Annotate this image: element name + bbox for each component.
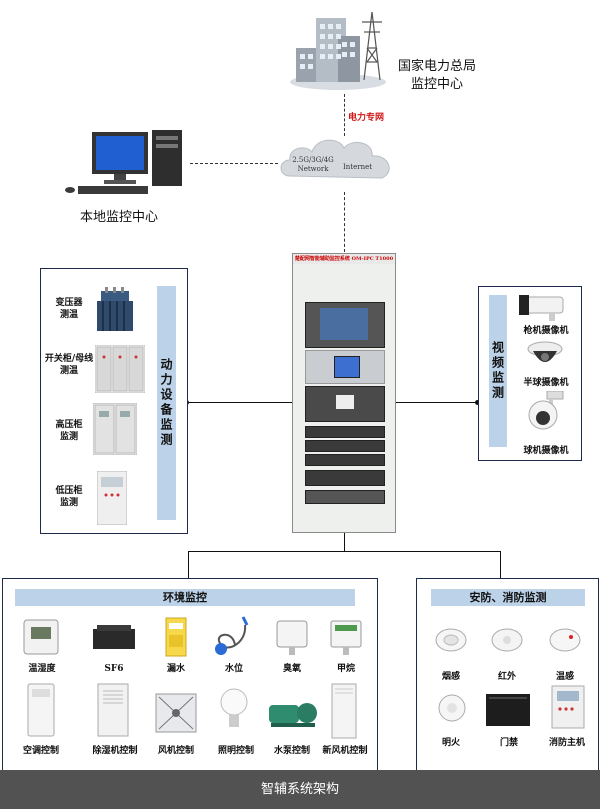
bottom-connector-left-drop xyxy=(188,551,189,578)
transformer-label: 变压器 测温 xyxy=(55,298,83,320)
hq-link-dashed xyxy=(344,94,345,136)
right-connector-line xyxy=(396,402,478,403)
fire-host-icon xyxy=(551,685,585,733)
hv-cabinet-label: 高压柜 监测 xyxy=(55,420,83,442)
ozone-sensor-icon xyxy=(275,619,309,659)
cabinet-power-unit xyxy=(305,490,385,504)
flame-label: 明火 xyxy=(441,738,460,748)
cabinet-switch-unit-2 xyxy=(305,440,385,452)
video-title-bar: 视频监测 xyxy=(489,295,507,447)
fire-host-label: 消防主机 xyxy=(548,738,585,748)
switchgear-icon xyxy=(94,344,146,397)
infrared-label: 红外 xyxy=(497,672,516,682)
environment-title: 环境监控 xyxy=(163,591,207,604)
right-connector-dot xyxy=(475,400,480,405)
smoke-detector-icon xyxy=(435,627,467,657)
ozone-label: 臭氧 xyxy=(282,664,301,674)
security-title-bar: 安防、消防监测 xyxy=(431,589,585,606)
water-leak-icon xyxy=(165,617,187,661)
water-level-icon xyxy=(213,615,253,663)
access-control-icon xyxy=(485,693,531,731)
local-pc-icon xyxy=(64,128,190,198)
power-net-label: 电力专网 xyxy=(348,113,385,123)
water-leak-label: 漏水 xyxy=(166,664,185,674)
dehumidifier-icon xyxy=(97,683,129,741)
switchgear-label: 开关柜/母线 测温 xyxy=(44,354,94,376)
cabinet-header: 楚配网智能辅助监控系统 OM-IPC T1000 xyxy=(293,254,395,264)
dehumidifier-label: 除湿机控制 xyxy=(92,746,138,756)
heat-detector-label: 温感 xyxy=(555,672,574,682)
video-monitoring-panel: 视频监测 枪机摄像机 半球摄像机 球机摄像机 xyxy=(478,286,582,461)
environment-title-bar: 环境监控 xyxy=(15,589,355,606)
network-cloud-icon xyxy=(276,130,400,192)
fresh-air-unit-icon xyxy=(331,683,357,743)
access-control-label: 门禁 xyxy=(499,738,518,748)
air-conditioner-icon xyxy=(27,683,55,741)
cabinet-switch-unit-1 xyxy=(305,426,385,438)
hq-label-line2: 监控中心 xyxy=(410,77,463,92)
local-center-label: 本地监控中心 xyxy=(80,210,159,225)
power-equipment-title-bar: 动力设备监测 xyxy=(157,286,176,520)
transformer-icon xyxy=(93,287,137,339)
thermo-hygrometer-icon xyxy=(23,619,59,659)
heat-detector-icon xyxy=(549,627,581,657)
dome-camera-label: 半球摄像机 xyxy=(523,378,569,388)
bottom-connector-right-drop xyxy=(500,551,501,578)
cloud-text-left: 2.5G/3G/4G Network xyxy=(292,156,334,173)
environment-panel: 环境监控 温湿度 SF6 漏水 水位 臭氧 甲烷 空调控制 除湿机控制 风 xyxy=(2,578,378,771)
flame-detector-icon xyxy=(437,693,467,727)
methane-label: 甲烷 xyxy=(336,664,355,674)
hq-building-icon xyxy=(288,8,388,90)
smoke-detector-label: 烟感 xyxy=(441,672,460,682)
bullet-camera-icon xyxy=(519,293,567,327)
bullet-camera-label: 枪机摄像机 xyxy=(523,326,569,336)
power-equipment-panel: 动力设备监测 变压器 测温 开关柜/母线 测温 高压柜 监测 低压柜 监测 xyxy=(40,268,188,534)
fresh-air-label: 新风机控制 xyxy=(322,746,368,756)
power-equipment-title: 动力设备监测 xyxy=(159,358,173,448)
methane-sensor-icon xyxy=(329,619,363,659)
bottom-connector-bar xyxy=(188,551,501,552)
monitoring-cabinet: 楚配网智能辅助监控系统 OM-IPC T1000 xyxy=(292,253,396,533)
left-connector-line xyxy=(186,402,292,403)
lv-cabinet-icon xyxy=(96,470,128,529)
hq-label: 国家电力总局 监控中心 xyxy=(392,58,482,94)
security-title: 安防、消防监测 xyxy=(469,591,547,604)
dome-camera-icon xyxy=(527,339,563,373)
cabinet-controller-unit xyxy=(305,386,385,422)
hq-label-line1: 国家电力总局 xyxy=(397,59,476,74)
footer-caption-bar: 智辅系统架构 xyxy=(0,770,600,809)
thermo-hygrometer-label: 温湿度 xyxy=(28,664,56,674)
fan-label: 风机控制 xyxy=(157,746,194,756)
ptz-camera-icon xyxy=(525,390,565,435)
footer-caption: 智辅系统架构 xyxy=(260,782,339,797)
cabinet-video-monitor xyxy=(305,302,385,348)
hv-cabinet-icon xyxy=(92,402,138,459)
bottom-connector-stem xyxy=(344,533,345,551)
local-link-dashed xyxy=(190,163,278,164)
water-level-label: 水位 xyxy=(224,664,243,674)
cloud-text-right: Internet xyxy=(343,163,373,171)
light-bulb-icon xyxy=(219,687,249,735)
water-pump-icon xyxy=(267,697,319,733)
sf6-label: SF6 xyxy=(104,664,124,674)
air-conditioner-label: 空调控制 xyxy=(22,746,59,756)
ptz-camera-label: 球机摄像机 xyxy=(523,446,569,456)
light-label: 照明控制 xyxy=(217,746,254,756)
security-fire-panel: 安防、消防监测 烟感 红外 温感 明火 门禁 消防主机 xyxy=(416,578,599,771)
cabinet-link-dashed xyxy=(344,192,345,252)
cabinet-touch-panel xyxy=(305,350,385,384)
infrared-detector-icon xyxy=(491,627,523,657)
cabinet-switch-unit-3 xyxy=(305,454,385,466)
lv-cabinet-label: 低压柜 监测 xyxy=(55,486,83,508)
fan-icon xyxy=(155,693,197,737)
sf6-sensor-icon xyxy=(91,623,137,657)
video-title: 视频监测 xyxy=(490,341,505,401)
water-pump-label: 水泵控制 xyxy=(273,746,310,756)
cabinet-server-unit xyxy=(305,470,385,486)
